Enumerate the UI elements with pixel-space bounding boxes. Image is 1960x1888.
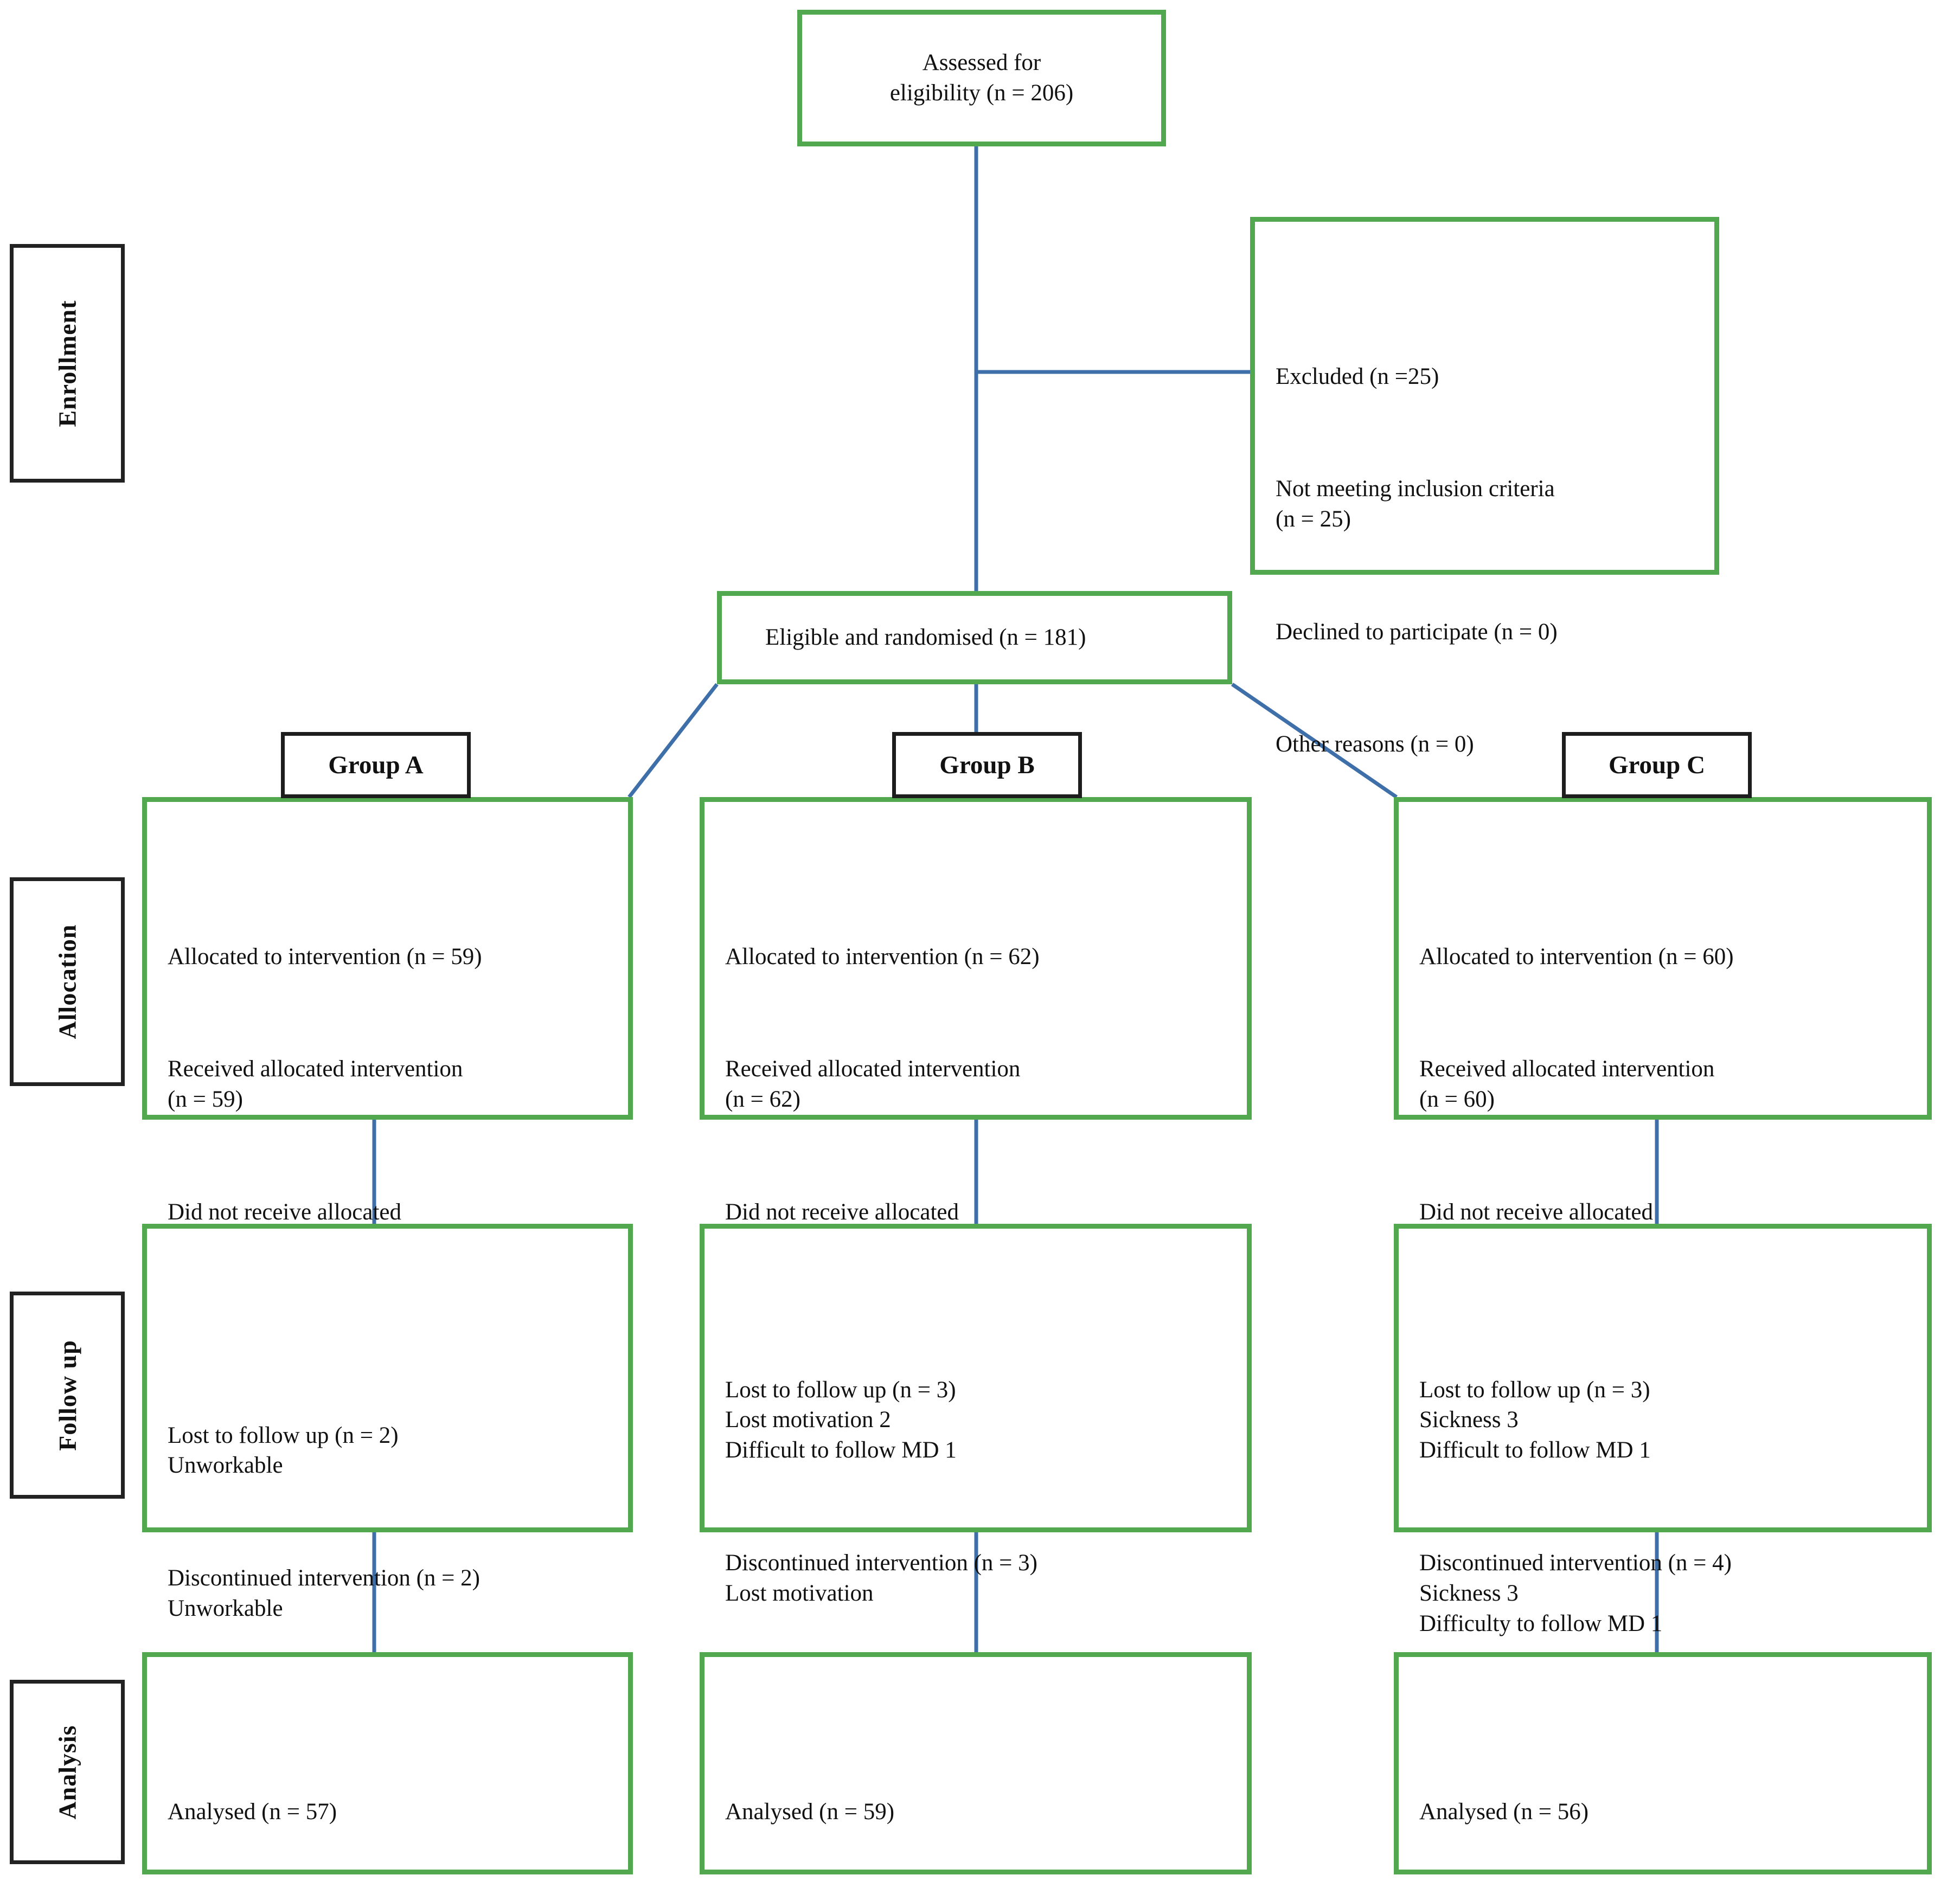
analysis-box-group-b: Analysed (n = 59) Excluded from analysis… [700,1652,1252,1874]
stage-label-enrollment-text: Enrollment [53,299,81,427]
connector-randomised-to-group-a [627,683,719,799]
excluded-count-text: Excluded (n =25) [1276,363,1439,389]
allocation-c-allocated-text: Allocated to intervention (n = 60) [1419,943,1734,969]
analysis-box-group-c: Analysed (n = 56) Excluded from analysis… [1394,1652,1932,1874]
followup-b-discontinued-text: Discontinued intervention (n = 3) Lost m… [725,1550,1037,1606]
allocation-b-received-text: Received allocated intervention (n = 62) [725,1056,1021,1113]
stage-label-enrollment: Enrollment [10,244,125,483]
excluded-other-reasons-text: Other reasons (n = 0) [1276,731,1474,757]
allocation-b-allocated-text: Allocated to intervention (n = 62) [725,943,1040,969]
analysis-b-analysed-text: Analysed (n = 59) [725,1799,895,1825]
analysis-a-analysed-text: Analysed (n = 57) [168,1799,337,1825]
excluded-declined-text: Declined to participate (n = 0) [1276,619,1558,645]
followup-a-discontinued-text: Discontinued intervention (n = 2) Unwork… [168,1565,480,1622]
followup-c-lost-text: Lost to follow up (n = 3) Sickness 3 Dif… [1419,1377,1651,1463]
group-header-a: Group A [281,732,471,798]
group-header-b-text: Group B [939,751,1035,779]
excluded-not-meeting-criteria-text: Not meeting inclusion criteria (n = 25) [1276,476,1555,532]
followup-c-discontinued-text: Discontinued intervention (n = 4) Sickne… [1419,1550,1732,1636]
followup-a-lost-text: Lost to follow up (n = 2) Unworkable [168,1422,399,1479]
excluded-box: Excluded (n =25) Not meeting inclusion c… [1250,217,1719,757]
eligible-and-randomised-box: Eligible and randomised (n = 181) [717,591,1232,684]
stage-label-analysis: Analysis [10,1680,125,1864]
stage-label-allocation-text: Allocation [53,924,81,1039]
analysis-c-analysed-text: Analysed (n = 56) [1419,1799,1589,1825]
stage-label-followup-text: Follow up [53,1339,81,1451]
group-header-b: Group B [892,732,1082,798]
analysis-box-group-a: Analysed (n = 57) Excluded from analysis… [142,1652,633,1874]
assessed-for-eligibility-box: Assessed for eligibility (n = 206) [797,10,1166,146]
followup-box-group-a: Lost to follow up (n = 2) Unworkable Dis… [142,1224,633,1621]
stage-label-allocation: Allocation [10,877,125,1086]
eligible-and-randomised-text: Eligible and randomised (n = 181) [765,625,1086,651]
allocation-box-group-a: Allocated to intervention (n = 59) Recei… [142,797,633,1286]
assessed-for-eligibility-text: Assessed for eligibility (n = 206) [889,50,1074,106]
allocation-c-received-text: Received allocated intervention (n = 60) [1419,1056,1715,1113]
stage-label-analysis-text: Analysis [53,1724,81,1820]
allocation-a-received-text: Received allocated intervention (n = 59) [168,1056,463,1113]
allocation-a-allocated-text: Allocated to intervention (n = 59) [168,943,482,969]
followup-box-group-b: Lost to follow up (n = 3) Lost motivatio… [700,1224,1252,1606]
group-header-a-text: Group A [328,751,424,779]
followup-box-group-c: Lost to follow up (n = 3) Sickness 3 Dif… [1394,1224,1932,1636]
stage-label-followup: Follow up [10,1292,125,1499]
allocation-box-group-b: Allocated to intervention (n = 62) Recei… [700,797,1252,1286]
followup-b-lost-text: Lost to follow up (n = 3) Lost motivatio… [725,1377,957,1463]
group-header-c-text: Group C [1608,751,1706,779]
group-header-c: Group C [1562,732,1752,798]
allocation-box-group-c: Allocated to intervention (n = 60) Recei… [1394,797,1932,1286]
